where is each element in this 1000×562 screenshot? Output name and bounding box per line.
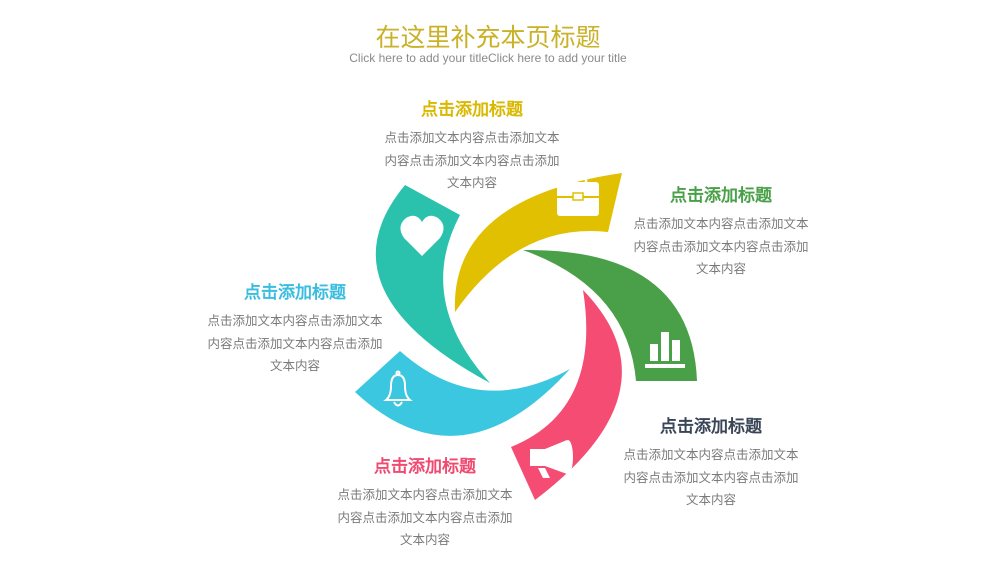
item-text[interactable]: 文本内容 xyxy=(269,358,320,373)
item-text[interactable]: 内容点击添加文本内容点击添加 xyxy=(384,152,560,168)
item-block-4: 点击添加标题 点击添加文本内容点击添加文本 内容点击添加文本内容点击添加 文本内… xyxy=(305,456,545,552)
item-text[interactable]: 文本内容 xyxy=(446,175,497,190)
item-text[interactable]: 内容点击添加文本内容点击添加 xyxy=(207,335,383,351)
item-text[interactable]: 文本内容 xyxy=(695,261,746,276)
page-title[interactable]: 在这里补充本页标题 xyxy=(375,23,601,52)
item-block-2: 点击添加标题 点击添加文本内容点击添加文本 内容点击添加文本内容点击添加 文本内… xyxy=(601,185,841,281)
item-text[interactable]: 点击添加文本内容点击添加文本 xyxy=(623,447,799,462)
item-text[interactable]: 点击添加文本内容点击添加文本 xyxy=(384,130,560,145)
item-block-3: 点击添加标题 点击添加文本内容点击添加文本 内容点击添加文本内容点击添加 文本内… xyxy=(591,416,831,512)
item-text[interactable]: 内容点击添加文本内容点击添加 xyxy=(623,469,799,485)
item-text[interactable]: 点击添加文本内容点击添加文本 xyxy=(337,487,513,502)
item-title[interactable]: 点击添加标题 xyxy=(421,100,523,120)
briefcase-icon xyxy=(557,174,599,216)
item-title[interactable]: 点击添加标题 xyxy=(374,457,476,477)
petal-cyan xyxy=(355,351,570,436)
item-block-5: 点击添加标题 点击添加文本内容点击添加文本 内容点击添加文本内容点击添加 文本内… xyxy=(175,282,415,378)
item-title[interactable]: 点击添加标题 xyxy=(670,186,772,206)
item-title[interactable]: 点击添加标题 xyxy=(660,417,762,437)
item-text[interactable]: 文本内容 xyxy=(399,532,450,547)
item-text[interactable]: 点击添加文本内容点击添加文本 xyxy=(633,216,809,231)
page-subtitle[interactable]: Click here to add your titleClick here t… xyxy=(349,51,627,65)
bar-chart-icon xyxy=(645,332,685,368)
item-text[interactable]: 内容点击添加文本内容点击添加 xyxy=(337,509,513,525)
item-text[interactable]: 文本内容 xyxy=(685,492,736,507)
bell-icon xyxy=(383,370,413,407)
item-text[interactable]: 内容点击添加文本内容点击添加 xyxy=(633,238,809,254)
heart-icon xyxy=(400,215,444,256)
item-text[interactable]: 点击添加文本内容点击添加文本 xyxy=(207,313,383,328)
megaphone-icon xyxy=(530,440,573,478)
item-title[interactable]: 点击添加标题 xyxy=(244,283,346,303)
petal-pink xyxy=(511,290,622,500)
item-block-1: 点击添加标题 点击添加文本内容点击添加文本 内容点击添加文本内容点击添加 文本内… xyxy=(352,99,592,195)
